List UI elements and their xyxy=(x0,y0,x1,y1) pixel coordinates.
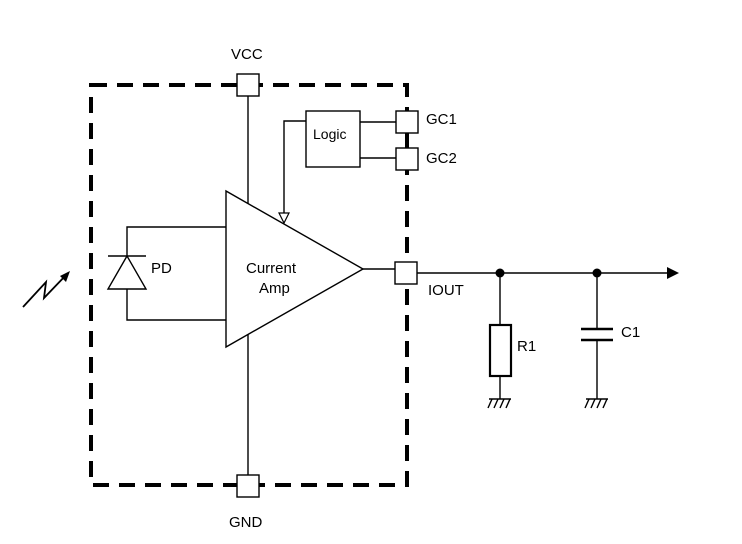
logic-block xyxy=(305,110,361,168)
logic-label: Logic xyxy=(313,126,346,142)
light-arrow-icon xyxy=(22,271,70,308)
resistor-r1 xyxy=(488,273,513,399)
current-amp xyxy=(225,189,365,349)
amp-label-line1: Current xyxy=(246,260,297,277)
gnd-label: GND xyxy=(229,514,263,531)
vcc-label: VCC xyxy=(231,46,263,63)
c1-label: C1 xyxy=(621,324,640,341)
gc2-pin xyxy=(360,147,419,171)
amp-label-line2: Amp xyxy=(259,280,290,297)
ground-icon-c1 xyxy=(584,398,608,409)
ground-icon-r1 xyxy=(487,398,511,409)
capacitor-c1 xyxy=(581,273,613,399)
output-line xyxy=(417,267,679,279)
gc1-label: GC1 xyxy=(426,111,457,128)
vcc-pin xyxy=(236,73,260,212)
photodiode xyxy=(106,226,226,321)
iout-pin xyxy=(394,261,418,285)
gnd-pin xyxy=(236,324,260,498)
r1-label: R1 xyxy=(517,338,536,355)
gc1-pin xyxy=(360,110,419,134)
gc2-label: GC2 xyxy=(426,150,457,167)
iout-label: IOUT xyxy=(428,282,464,299)
pd-label: PD xyxy=(151,260,172,277)
logic-control-line xyxy=(278,120,306,225)
